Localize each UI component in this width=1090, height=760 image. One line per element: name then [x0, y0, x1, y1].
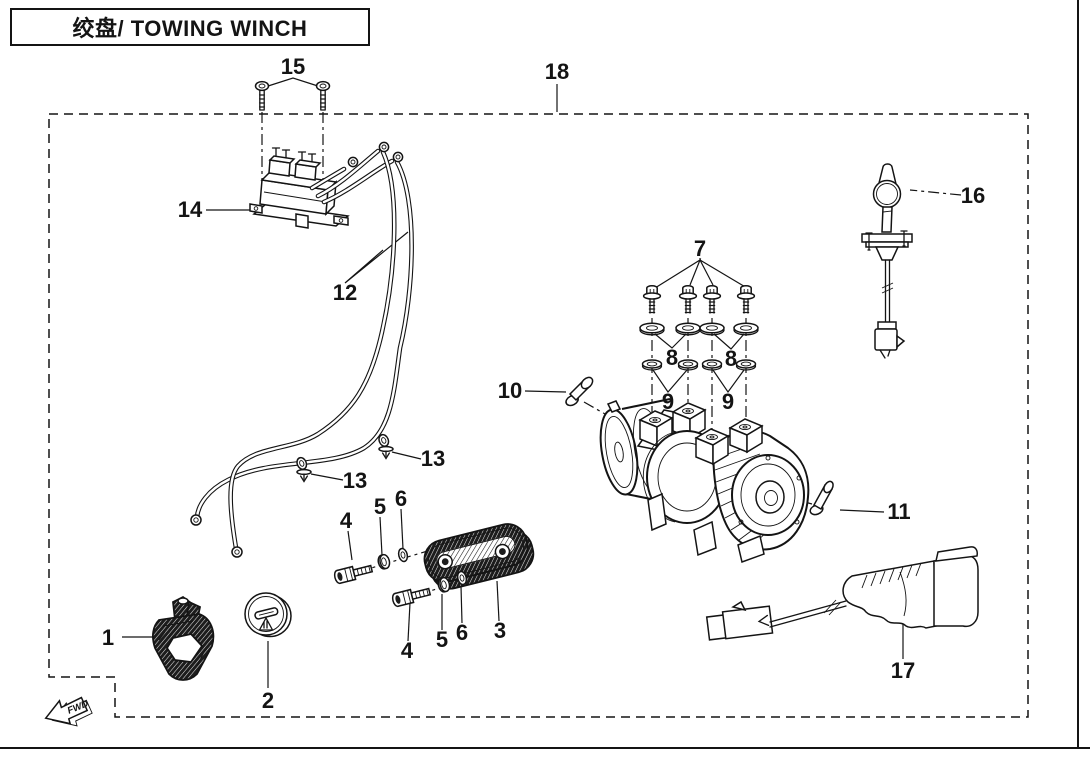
breather-fitting-10	[565, 376, 594, 407]
assembly-boundary-dashed-box	[48, 113, 1029, 718]
leader-lines	[122, 77, 904, 688]
flat-washer-6	[397, 547, 468, 586]
breather-fitting-11	[809, 480, 834, 516]
callout-label-6: 6	[394, 486, 408, 511]
ring-terminal	[190, 141, 404, 558]
page-title-text: 绞盘/ TOWING WINCH	[72, 16, 308, 41]
callout-label-17: 17	[890, 658, 916, 683]
winch-switch-16	[861, 163, 913, 359]
flat-washer-8	[639, 322, 759, 336]
callout-label-13: 13	[342, 468, 368, 493]
callout-label-3: 3	[493, 618, 507, 643]
cable-harness-12	[190, 141, 412, 558]
winch-hook-1	[152, 595, 215, 681]
callout-label-10: 10	[497, 378, 523, 403]
contactor-14	[249, 147, 350, 229]
callout-label-9: 9	[721, 389, 735, 414]
callout-label-6: 6	[455, 620, 469, 645]
socket-bolt-4	[333, 564, 374, 585]
page-title: 绞盘/ TOWING WINCH	[10, 8, 370, 46]
callout-label-16: 16	[960, 183, 986, 208]
callout-label-4: 4	[339, 508, 353, 533]
hook-strap-cap-2	[244, 592, 292, 638]
callout-label-1: 1	[101, 625, 115, 650]
callout-label-7: 7	[693, 236, 707, 261]
callout-label-14: 14	[177, 197, 203, 222]
callout-label-18: 18	[544, 59, 570, 84]
callout-label-8: 8	[724, 346, 738, 371]
winch-assembly	[599, 398, 810, 563]
flange-bolt-7	[642, 285, 756, 314]
callout-label-15: 15	[280, 54, 306, 79]
callout-label-4: 4	[400, 638, 414, 663]
assembly-axes	[261, 112, 962, 596]
spring-washer-5	[377, 553, 451, 593]
cable-clip-13	[378, 433, 394, 460]
callout-label-5: 5	[373, 494, 387, 519]
socket-bolt-4	[391, 587, 432, 608]
callout-label-9: 9	[661, 389, 675, 414]
callout-label-13: 13	[420, 446, 446, 471]
screw-pair-15	[254, 80, 331, 111]
remote-control-17	[705, 546, 979, 641]
callout-label-11: 11	[887, 499, 911, 524]
cable-clip-13	[296, 456, 312, 483]
callout-label-12: 12	[332, 280, 358, 305]
spring-washer-9	[641, 359, 757, 371]
fairlead-3	[423, 523, 535, 590]
callout-label-2: 2	[261, 688, 275, 713]
callout-label-8: 8	[665, 345, 679, 370]
fwd-arrow-icon: FWD	[44, 696, 93, 727]
callout-label-5: 5	[435, 627, 449, 652]
